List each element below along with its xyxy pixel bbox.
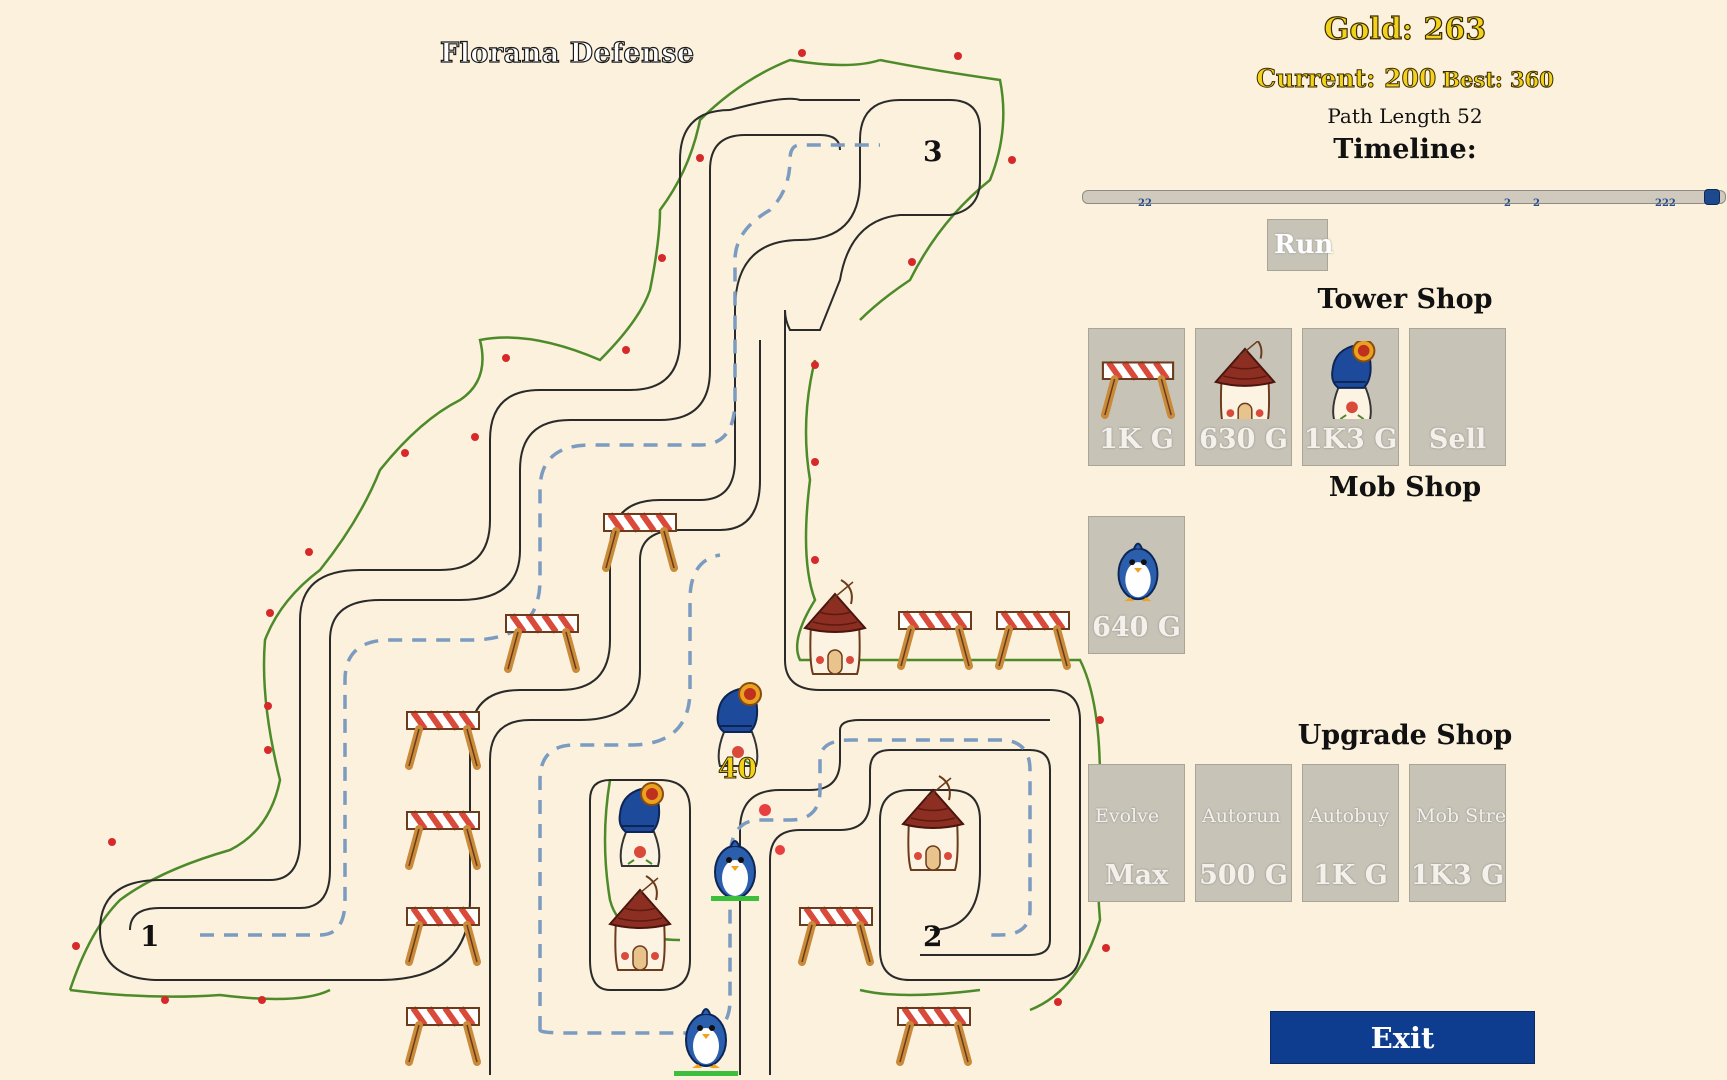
- sell-label: Sell: [1428, 424, 1487, 455]
- tower-price: 1K G: [1099, 424, 1174, 455]
- upgrade-autobuy[interactable]: Autobuy 1K G: [1302, 764, 1399, 902]
- mob-penguin: [674, 1008, 738, 1076]
- tower-price: 1K3 G: [1303, 424, 1398, 455]
- best-score: Best: 360: [1442, 67, 1555, 93]
- tower-archer-hut[interactable]: [609, 875, 671, 971]
- gold-counter: Gold: 263: [1323, 11, 1487, 47]
- penguin-icon: [1117, 542, 1159, 603]
- path-length: Path Length 52: [1327, 104, 1483, 128]
- tower-cannon[interactable]: [618, 782, 664, 867]
- shop-tower-barricade[interactable]: 1K G: [1088, 328, 1185, 466]
- tower-price: 630 G: [1199, 424, 1288, 455]
- upgrade-price: 1K G: [1313, 860, 1388, 891]
- tower-barricade[interactable]: [898, 1008, 970, 1062]
- exit-button[interactable]: Exit: [1270, 1011, 1535, 1064]
- upgrade-autorun[interactable]: Autorun 500 G: [1195, 764, 1292, 902]
- archer-hut-icon: [1214, 341, 1276, 419]
- current-score: Current: 200: [1256, 64, 1437, 94]
- timeline-marker: 2: [1533, 198, 1540, 209]
- upgrade-label: Autorun: [1202, 805, 1281, 827]
- timeline-title: Timeline:: [1333, 134, 1477, 165]
- upgrade-shop-title: Upgrade Shop: [1297, 720, 1513, 751]
- upgrade-price: Max: [1104, 860, 1169, 891]
- path-label-1: 1: [140, 920, 160, 953]
- damage-number: 40: [718, 752, 758, 786]
- upgrade-mob-strength[interactable]: Mob Strength 1K3 G: [1409, 764, 1506, 902]
- upgrade-label: Mob Strength: [1416, 805, 1505, 827]
- tower-barricade[interactable]: [997, 612, 1069, 666]
- tower-barricade[interactable]: [506, 615, 578, 669]
- path-label-2: 2: [923, 920, 943, 953]
- upgrade-label: Autobuy: [1309, 805, 1390, 827]
- path-label-3: 3: [923, 135, 943, 168]
- timeline-knob[interactable]: [1704, 189, 1720, 205]
- mob-penguin: [711, 840, 759, 901]
- mob-route: [200, 143, 1032, 1035]
- game-title: Florana Defense: [439, 37, 695, 69]
- upgrade-label: Evolve: [1095, 805, 1160, 827]
- shop-tower-cannon[interactable]: 1K3 G: [1302, 328, 1399, 466]
- shop-tower-archer-hut[interactable]: 630 G: [1195, 328, 1292, 466]
- tower-barricade[interactable]: [407, 1008, 479, 1062]
- tower-barricade[interactable]: [407, 812, 479, 866]
- tower-barricade[interactable]: [800, 908, 872, 962]
- timeline-marker: 222: [1655, 198, 1676, 209]
- upgrade-price: 1K3 G: [1410, 860, 1505, 891]
- tower-barricade[interactable]: [407, 712, 479, 766]
- tower-shop-title: Tower Shop: [1317, 284, 1493, 315]
- timeline-track[interactable]: [1082, 190, 1726, 204]
- mob-price: 640 G: [1092, 612, 1181, 643]
- tower-barricade[interactable]: [899, 612, 971, 666]
- mob-shop-title: Mob Shop: [1328, 472, 1482, 503]
- timeline-marker: 2: [1504, 198, 1511, 209]
- shop-mob-penguin[interactable]: 640 G: [1088, 516, 1185, 654]
- timeline-marker: 22: [1138, 198, 1152, 209]
- flower-decoration: [72, 49, 1110, 1006]
- cannon-icon: [1331, 341, 1376, 419]
- upgrade-price: 500 G: [1199, 860, 1288, 891]
- sell-button[interactable]: Sell: [1409, 328, 1506, 466]
- vine-decoration: [68, 58, 1102, 1012]
- projectile: [759, 804, 785, 855]
- barricade-icon: [1099, 341, 1177, 419]
- run-button[interactable]: Run: [1267, 219, 1333, 271]
- tower-barricade[interactable]: [407, 908, 479, 962]
- upgrade-evolve[interactable]: Evolve Max: [1088, 764, 1185, 902]
- maze-walls: [98, 97, 1081, 1075]
